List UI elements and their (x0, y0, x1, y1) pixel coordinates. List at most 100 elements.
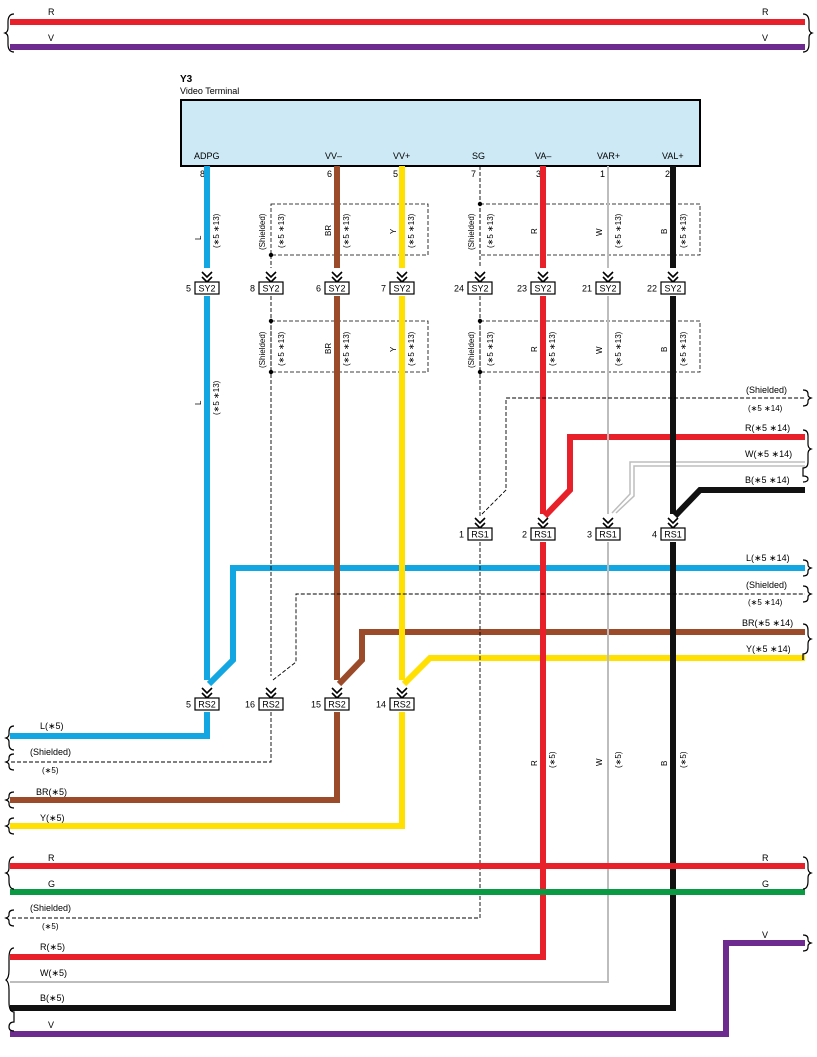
note-br-lower: (∗5 ∗13) (342, 331, 351, 366)
shielded-audio-lower: (Shielded) (467, 331, 476, 368)
terminal-id: Y3 (180, 74, 193, 85)
note-w-lower: (∗5 ∗13) (614, 331, 623, 366)
rs2-chevron (265, 687, 277, 700)
shield-box-audio-lower (479, 320, 701, 373)
sy2-pin: 24 (454, 284, 464, 294)
rs1-box (467, 527, 493, 541)
left-shielded2-note: (∗5) (42, 922, 59, 931)
video-terminal-box (180, 99, 701, 167)
sy2-box (595, 281, 621, 295)
label-w-down: W (595, 758, 604, 766)
pin-num-va-minus: 3 (536, 169, 541, 179)
wire-br-left-out (10, 712, 340, 803)
right-label-g-bus: G (762, 879, 769, 889)
pin-num-vv-plus: 5 (393, 169, 398, 179)
rs2-box (389, 697, 415, 711)
label-r-lower: R (530, 346, 539, 352)
note-b-lower: (∗5 ∗13) (679, 331, 688, 366)
sy2-chevron (396, 271, 408, 284)
rs1-name: RS1 (534, 530, 552, 540)
pin-label-vv-minus: VV– (325, 151, 342, 161)
left-shielded2: (Shielded) (30, 903, 71, 913)
rs2-name: RS2 (328, 700, 346, 710)
wire-w-down (10, 542, 609, 983)
wire-l-left-out (10, 712, 210, 739)
note-l-upper: (∗5 ∗13) (212, 213, 221, 248)
rs1-down-labels: R (∗5) W (∗5) B (∗5) (530, 751, 688, 768)
pin-num-adpg: 8 (200, 169, 205, 179)
rs2-pin: 14 (376, 700, 386, 710)
right-label-r-bus: R (762, 853, 769, 863)
sy2-chevron (537, 271, 549, 284)
drain-audio-branch (481, 397, 805, 515)
shielded-audio-upper: (Shielded) (467, 213, 476, 250)
left-label-v-bus: V (48, 1020, 54, 1030)
label-r-down: R (530, 760, 539, 766)
pin-label-va-minus: VA– (535, 151, 551, 161)
sy2-pin: 5 (186, 284, 191, 294)
left-label-br: BR(∗5) (36, 787, 67, 797)
shield-box-video-upper (270, 203, 429, 256)
sy2-chevron (201, 271, 213, 284)
pin-num-vv-minus: 6 (327, 169, 332, 179)
rs1-chevron (667, 517, 679, 530)
sy2-24: SY2 24 (454, 271, 493, 295)
upper-vertical-labels: L (∗5 ∗13) (Shielded) (∗5 ∗13) BR (∗5 ∗1… (194, 213, 688, 250)
top-right-brace (802, 13, 814, 53)
sy2-box (660, 281, 686, 295)
right-label-b: B(∗5 ∗14) (745, 475, 790, 485)
rs1-name: RS1 (599, 530, 617, 540)
label-br-upper: BR (324, 225, 333, 236)
right-label-l: L(∗5 ∗14) (746, 553, 790, 563)
rs1-box (595, 527, 621, 541)
wire-r-down (10, 542, 546, 960)
left-label-r5: R(∗5) (40, 942, 65, 952)
sy2-6: SY2 6 (316, 271, 350, 295)
label-y-lower: Y (389, 346, 398, 352)
left-side-labels: L(∗5) (Shielded) (∗5) BR(∗5) Y(∗5) R G (… (30, 721, 71, 1030)
sy2-box (389, 281, 415, 295)
rs2-box (324, 697, 350, 711)
rs1-pin: 1 (459, 530, 464, 540)
rs2-name: RS2 (262, 700, 280, 710)
pin-label-val-plus: VAL+ (662, 151, 684, 161)
right-label-w: W(∗5 ∗14) (745, 449, 792, 459)
top-bus-v-left-label: V (48, 33, 54, 43)
right-label-br: BR(∗5 ∗14) (742, 618, 793, 628)
left-shielded: (Shielded) (30, 747, 71, 757)
sy2-name: SY2 (328, 284, 345, 294)
top-bus-r: R R (10, 7, 805, 25)
sy2-box (194, 281, 220, 295)
left-label-b5: B(∗5) (40, 993, 65, 1003)
rs1-box (530, 527, 556, 541)
sy2-pin: 6 (316, 284, 321, 294)
right-shielded-b-note: (∗5 ∗14) (748, 598, 783, 607)
pin-num-var-plus: 1 (600, 169, 605, 179)
sy2-pin: 22 (647, 284, 657, 294)
rs2-box (258, 697, 284, 711)
left-label-r-bus: R (48, 853, 55, 863)
note-shielded-video-lower: (∗5 ∗13) (277, 331, 286, 366)
left-braces (4, 725, 15, 1032)
label-r-upper: R (530, 228, 539, 234)
rs2-pin: 15 (311, 700, 321, 710)
drain-audio-down (10, 542, 481, 919)
sy2-name: SY2 (471, 284, 488, 294)
rs1-name: RS1 (471, 530, 489, 540)
wire-b-down (10, 542, 676, 1011)
right-braces (802, 389, 813, 952)
note-br-upper: (∗5 ∗13) (342, 213, 351, 248)
wire-b-branch (672, 487, 805, 519)
sy2-name: SY2 (198, 284, 215, 294)
pin-num-sg: 7 (471, 169, 476, 179)
top-bus-r-left-label: R (48, 7, 55, 17)
sy2-name: SY2 (393, 284, 410, 294)
top-bus-v: V V (10, 33, 805, 50)
